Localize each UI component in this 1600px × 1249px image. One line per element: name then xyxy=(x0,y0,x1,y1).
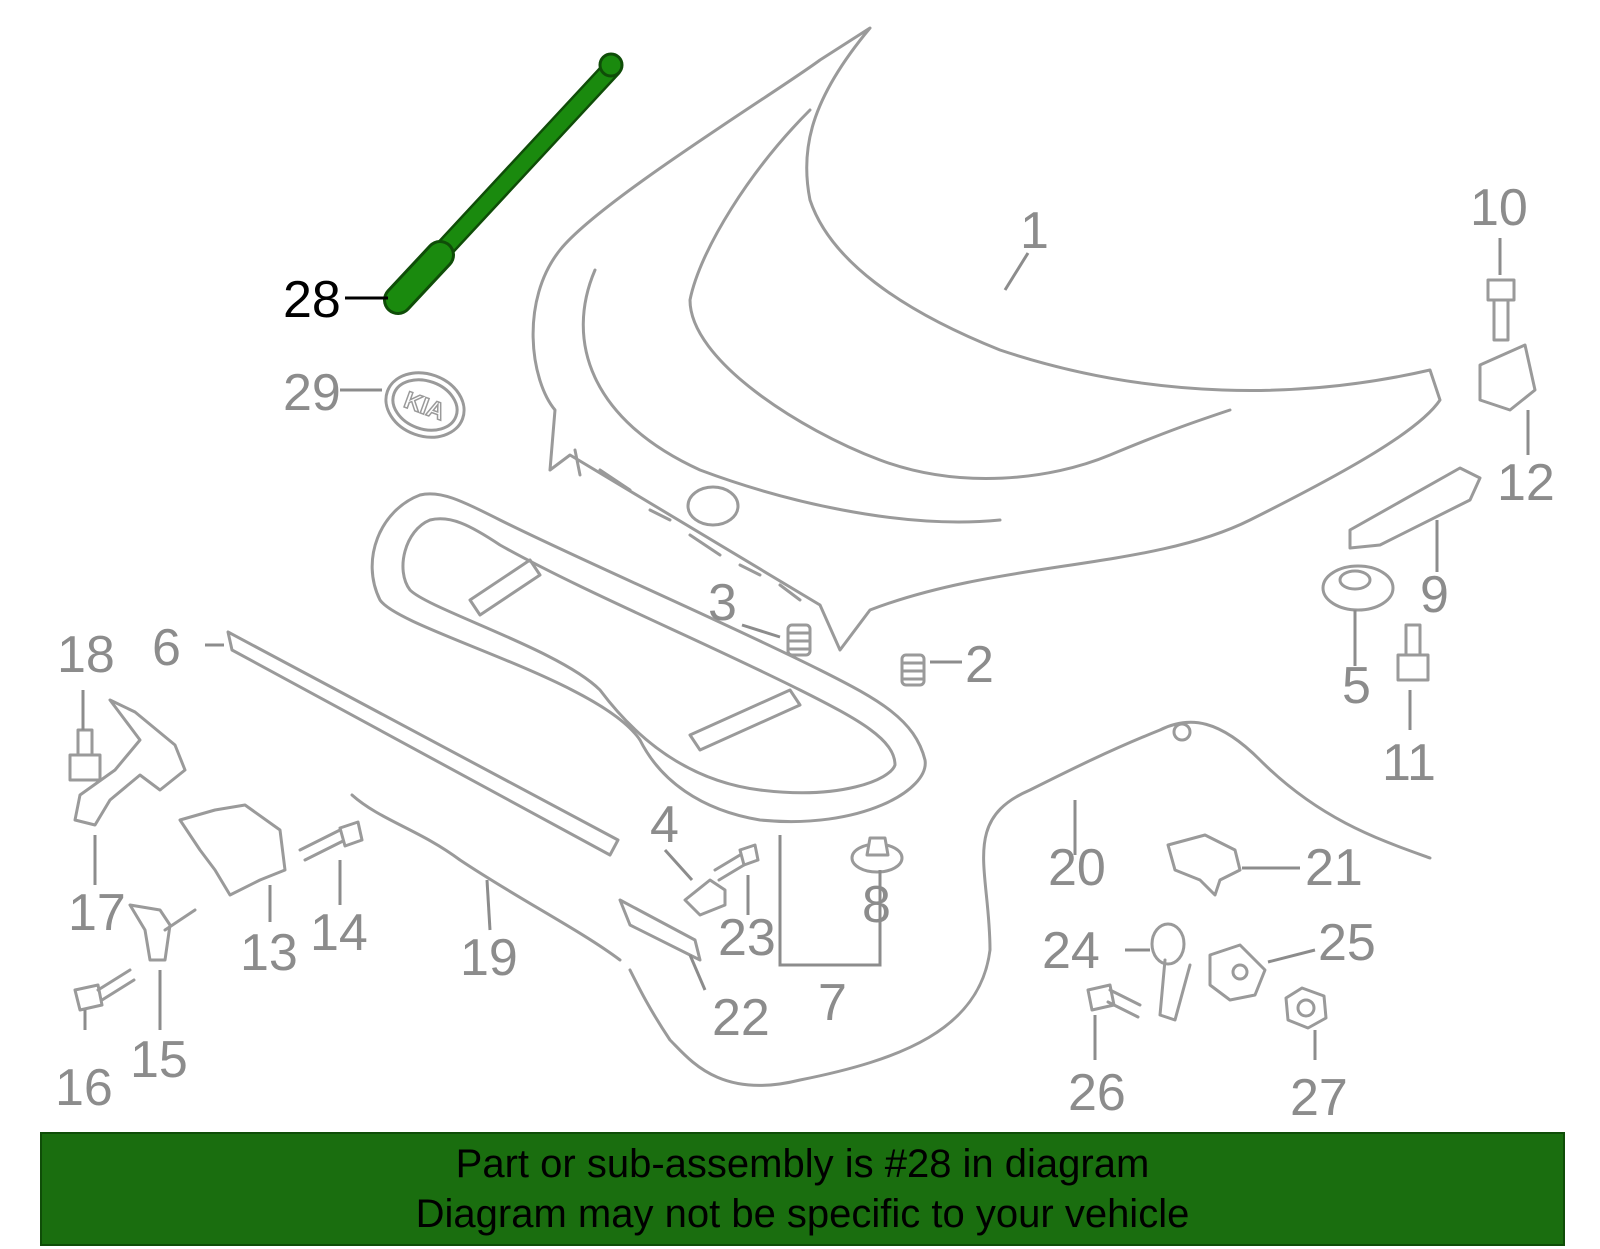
release-lever xyxy=(1150,922,1192,1022)
info-banner: Part or sub-assembly is #28 in diagram D… xyxy=(40,1132,1565,1246)
hood-panel xyxy=(531,26,1442,652)
hood-weatherstrip xyxy=(226,630,620,857)
callout-19: 19 xyxy=(460,929,518,987)
callout-9: 9 xyxy=(1420,566,1449,624)
callout-21: 21 xyxy=(1305,839,1363,897)
callout-4: 4 xyxy=(650,796,679,854)
callout-20: 20 xyxy=(1048,839,1106,897)
release-cable xyxy=(350,793,622,962)
hood-insulator-pad xyxy=(370,492,927,823)
bolt-10 xyxy=(1486,278,1516,342)
grommet xyxy=(1321,564,1395,612)
release-handle xyxy=(683,878,727,917)
callout-26: 26 xyxy=(1068,1064,1126,1122)
hood-bumper-3 xyxy=(786,623,812,657)
callout-1: 1 xyxy=(1020,202,1049,260)
callout-28: 28 xyxy=(283,271,341,329)
callout-10: 10 xyxy=(1470,179,1528,237)
callout-6: 6 xyxy=(152,619,181,677)
safety-catch xyxy=(73,698,187,827)
bolt-26 xyxy=(1086,983,1142,1019)
hood-bumper-2 xyxy=(900,653,926,687)
release-bracket xyxy=(618,898,702,962)
callout-labels: 1 2 3 4 5 6 7 8 9 10 11 12 13 14 15 16 1… xyxy=(55,179,1555,1127)
callout-7: 7 xyxy=(818,974,847,1032)
callout-24: 24 xyxy=(1042,922,1100,980)
callout-3: 3 xyxy=(708,574,737,632)
bolt-16 xyxy=(73,968,136,1012)
callout-25: 25 xyxy=(1318,914,1376,972)
callout-5: 5 xyxy=(1342,657,1371,715)
callout-17: 17 xyxy=(68,884,126,942)
bolt-18 xyxy=(68,728,102,782)
main-release-cable xyxy=(628,720,1432,1087)
hood-striker xyxy=(128,903,197,962)
nut xyxy=(1284,986,1328,1030)
callout-arrows xyxy=(81,238,1530,1060)
bolt-23 xyxy=(713,843,760,882)
banner-vehicle-note: Diagram may not be specific to your vehi… xyxy=(415,1192,1190,1236)
callout-29: 29 xyxy=(283,364,341,422)
callout-8: 8 xyxy=(862,876,891,934)
callout-13: 13 xyxy=(240,924,298,982)
callout-27: 27 xyxy=(1290,1069,1348,1127)
callout-22: 22 xyxy=(712,989,770,1047)
callout-12: 12 xyxy=(1497,454,1555,512)
retainer-clip xyxy=(850,836,904,874)
callout-18: 18 xyxy=(57,626,115,684)
hood-hinge xyxy=(1348,466,1482,550)
hinge-bracket xyxy=(1478,343,1537,412)
lever-housing xyxy=(1208,943,1267,1002)
callout-15: 15 xyxy=(130,1031,188,1089)
hood-latch xyxy=(178,803,287,897)
callout-23: 23 xyxy=(718,909,776,967)
bolt-11 xyxy=(1396,623,1430,682)
callout-14: 14 xyxy=(310,904,368,962)
callout-11: 11 xyxy=(1382,734,1436,792)
bolt-14 xyxy=(298,820,364,862)
cable-bracket xyxy=(1166,833,1242,897)
callout-2: 2 xyxy=(965,636,994,694)
banner-part-note: Part or sub-assembly is #28 in diagram xyxy=(455,1142,1150,1186)
callout-16: 16 xyxy=(55,1059,113,1117)
hood-emblem: KIA xyxy=(384,371,466,439)
hood-lift-support xyxy=(383,52,624,315)
